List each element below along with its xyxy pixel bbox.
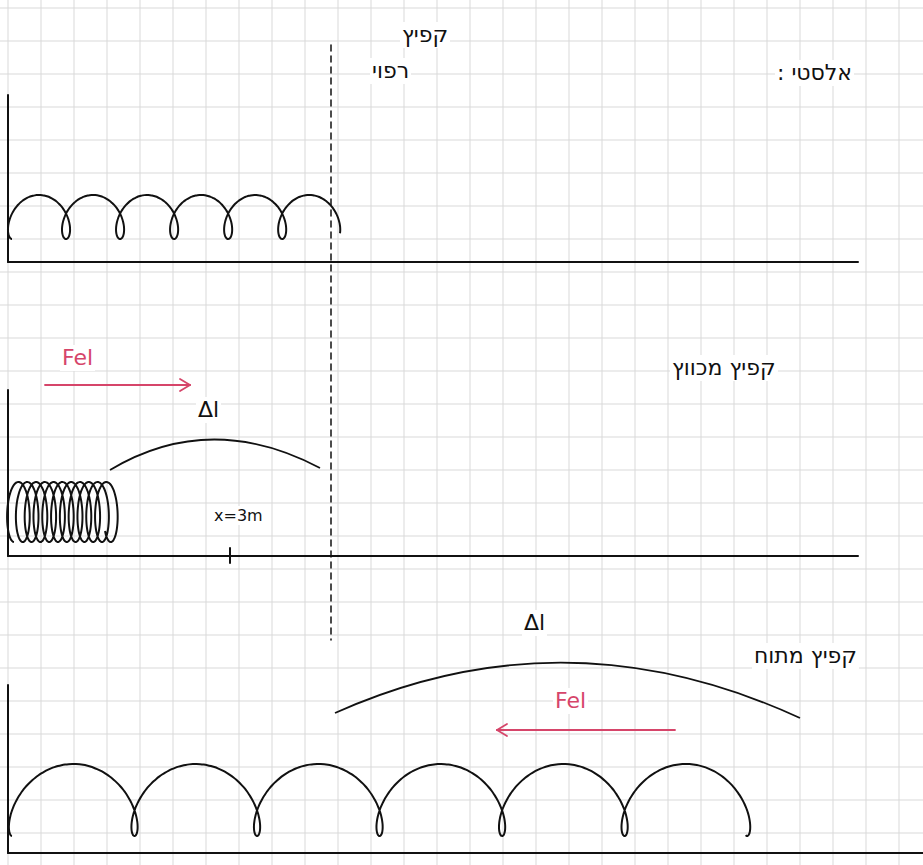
grid-line <box>437 0 438 865</box>
grid-line <box>371 0 372 865</box>
grid-line <box>173 0 174 865</box>
grid-line <box>338 0 339 865</box>
floor <box>8 261 858 263</box>
grid-line <box>0 569 923 570</box>
grid-line <box>503 0 504 865</box>
grid-line <box>0 338 923 339</box>
grid-line <box>41 0 42 865</box>
position-tick <box>229 548 231 563</box>
grid-line <box>404 0 405 865</box>
grid-line <box>0 8 923 9</box>
grid-line <box>470 0 471 865</box>
grid-line <box>767 0 768 865</box>
state-label: קפיץ מתוח <box>752 643 859 669</box>
grid-line <box>107 0 108 865</box>
grid-line <box>0 503 923 504</box>
grid-line <box>0 305 923 306</box>
grid-line <box>0 107 923 108</box>
arrow-head <box>497 724 507 730</box>
grid-line <box>833 0 834 865</box>
grid-line <box>0 635 923 636</box>
grid-line <box>0 41 923 42</box>
arrow-head <box>180 385 190 391</box>
force-label: Fel <box>60 345 95 371</box>
stretched-spring <box>9 764 750 836</box>
grid-line <box>866 0 867 865</box>
state-label: רפוי <box>370 58 411 84</box>
grid-line <box>74 0 75 865</box>
section-title: אלסטי : <box>775 60 854 86</box>
arrow-head <box>180 379 190 385</box>
force-label: Fel <box>553 688 588 714</box>
grid-line <box>0 140 923 141</box>
grid-line <box>0 536 923 537</box>
force-arrow <box>497 729 675 731</box>
grid-line <box>0 239 923 240</box>
grid-line <box>0 734 923 735</box>
grid-line <box>0 470 923 471</box>
grid-line <box>0 602 923 603</box>
extension-label: Δl <box>522 610 547 636</box>
grid-line <box>0 701 923 702</box>
grid-line <box>536 0 537 865</box>
state-label: קפיץ מכווץ <box>670 355 778 381</box>
floor <box>8 555 858 557</box>
grid-line <box>0 272 923 273</box>
force-arrow <box>45 384 190 386</box>
grid-line <box>668 0 669 865</box>
relaxed-spring <box>8 195 340 239</box>
grid-line <box>0 404 923 405</box>
grid-line <box>140 0 141 865</box>
grid-line <box>206 0 207 865</box>
grid-line <box>701 0 702 865</box>
position-label: x=3m <box>212 506 265 525</box>
grid-line <box>305 0 306 865</box>
grid-line <box>0 437 923 438</box>
grid-line <box>239 0 240 865</box>
grid-line <box>0 206 923 207</box>
compression-arc <box>110 439 320 470</box>
floor <box>8 852 923 854</box>
grid-line <box>734 0 735 865</box>
grid-line <box>272 0 273 865</box>
extension-label: Δl <box>196 397 221 423</box>
grid-line <box>800 0 801 865</box>
grid-line <box>8 0 9 865</box>
arrow-head <box>497 730 507 736</box>
compressed-spring <box>7 482 118 542</box>
grid-line <box>569 0 570 865</box>
grid-line <box>602 0 603 865</box>
grid-line <box>0 833 923 834</box>
state-label: קפיץ <box>400 22 450 48</box>
grid-line <box>899 0 900 865</box>
extension-arc <box>335 663 800 718</box>
grid-line <box>635 0 636 865</box>
grid-line <box>0 173 923 174</box>
rest-length-line <box>330 45 332 640</box>
grid-line <box>0 371 923 372</box>
